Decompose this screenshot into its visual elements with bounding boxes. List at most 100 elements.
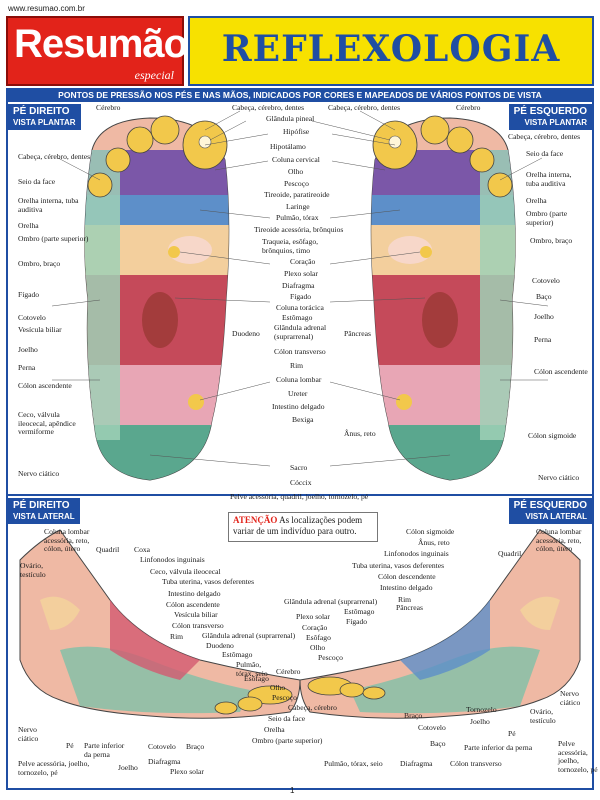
label-lateral-right-25: Pé [66,741,74,750]
label-lateral-right-1: Quadril [96,545,120,554]
label-lateral-right-0: Coluna lombar acessória, reto, cólon, út… [44,527,90,554]
label-plantar-right-side-4: Orelha [18,221,39,230]
label-lateral-left-12: Coração [302,623,328,632]
label-plantar-center-12: Coração [290,257,316,266]
label-plantar-center-28: Sacro [290,463,308,472]
left-foot-plantar [370,115,516,481]
label-plantar-center-1: Glândula pineal [266,114,315,123]
label-plantar-left-side-0: Cabeça, cérebro, dentes [328,103,401,112]
label-plantar-left-side-9: Baço [536,292,552,301]
label-plantar-center-6: Pescoço [284,179,309,188]
label-plantar-right-side-0: Cérebro [96,103,121,112]
attention-label: ATENÇÃO [233,515,278,525]
label-lateral-left-11: Plexo solar [296,612,330,621]
label-lateral-left-14: Olho [310,643,326,652]
label-lateral-right-15: Pulmão, tórax, seio [236,660,268,678]
label-lateral-left-6: Glândula adrenal (suprarrenal) [284,597,378,606]
label-plantar-left-side-2: Cabeça, cérebro, dentes [508,132,581,141]
label-lateral-left-10: Pâncreas [396,603,423,612]
site-url[interactable]: www.resumao.com.br [8,4,85,13]
label-plantar-center-21: Cólon transverso [274,347,326,356]
label-lateral-right-27: Cotovelo [148,742,176,751]
label-lateral-right-29: Pelve acessória, joelho, tornozelo, pé [18,759,90,777]
label-lateral-left-25: Pé [508,729,516,738]
header: Resumão especial REFLEXOLOGIA [6,16,594,86]
label-lateral-right-6: Tuba uterina, vasos deferentes [162,577,255,586]
label-plantar-center-22: Rim [290,361,304,370]
brand-edition: especial [134,68,174,82]
label-plantar-right-side-3: Orelha interna, tuba auditiva [18,196,79,214]
label-plantar-right-side-9: Vesícula biliar [18,325,62,334]
label-lateral-left-27: Pelve acessória, joelho, tornozelo, pé [558,739,598,774]
label-lateral-left-4: Cólon descendente [378,572,436,581]
label-lateral-left-15: Pescoço [318,653,343,662]
page-title: REFLEXOLOGIA [221,28,561,70]
label-plantar-center-4: Coluna cervical [272,155,320,164]
label-plantar-center-27: Ânus, reto [344,429,376,438]
label-lateral-left-1: Ânus, reto [418,538,450,547]
left-foot-lateral [299,529,581,719]
label-plantar-left-side-7: Ombro, braço [530,236,573,245]
label-lateral-right-4: Linfonodos inguinais [140,555,205,564]
label-plantar-center-25: Intestino delgado [272,402,325,411]
label-lateral-left-30: Pulmão, tórax, seio [324,759,383,768]
label-lateral-right-21: Seio da face [268,714,306,723]
brand-logo: Resumão especial [6,16,188,86]
label-lateral-right-22: Orelha [264,725,285,734]
label-lateral-right-12: Glândula adrenal (suprarrenal) [202,631,296,640]
label-lateral-right-26: Parte inferior da perna [84,741,125,759]
label-plantar-left-side-5: Orelha [526,196,547,205]
attention-text: As localizações podem variar de um indiv… [233,515,363,536]
label-lateral-right-18: Olho [270,683,286,692]
label-plantar-right-side-2: Seio da face [18,177,56,186]
label-lateral-left-5: Intestino delgado [380,583,433,592]
label-lateral-right-2: Coxa [134,545,151,554]
label-plantar-right-side-14: Nervo ciático [18,469,60,478]
leader-lines [51,110,549,467]
label-plantar-right-side-5: Ombro (parte superior) [18,234,89,243]
label-plantar-center-0: Cabeça, cérebro, dentes [232,103,305,112]
label-lateral-left-20: Tornozelo [466,705,497,714]
label-plantar-right-side-12: Cólon ascendente [18,381,72,390]
label-lateral-right-19: Pescoço [272,693,297,702]
label-plantar-right-side-8: Cotovelo [18,313,46,322]
label-lateral-right-23: Ombro (parte superior) [252,736,323,745]
label-lateral-right-14: Estômago [222,650,253,659]
label-plantar-left-side-11: Perna [534,335,552,344]
label-plantar-center-16: Coluna torácica [276,303,324,312]
page-subtitle: PONTOS DE PRESSÃO NOS PÉS E NAS MÃOS, IN… [6,88,594,102]
label-plantar-center-7: Tireoide, paratireoide [264,190,330,199]
label-plantar-center-2: Hipófise [283,127,310,136]
label-lateral-right-28: Braço [186,742,205,751]
label-plantar-center-15: Fígado [290,292,312,301]
label-lateral-right-9: Vesícula biliar [174,610,218,619]
label-lateral-left-3: Tuba uterina, vasos deferentes [352,561,445,570]
label-lateral-left-8: Fígado [346,617,368,626]
label-plantar-center-10: Tireoide acessória, brônquios [254,225,344,234]
label-lateral-left-23: Joelho [470,717,490,726]
label-plantar-center-5: Olho [288,167,304,176]
label-lateral-left-2: Linfonodos inguinais [384,549,449,558]
label-lateral-right-3: Ovário, testículo [20,561,46,579]
page-number: 1 [290,786,295,795]
label-lateral-left-19: Braço [404,711,423,720]
label-plantar-left-side-1: Cérebro [456,103,481,112]
label-plantar-center-17: Estômago [282,313,313,322]
label-lateral-left-21: Ovário, testículo [530,707,556,725]
label-lateral-left-28: Diafragma [400,759,433,768]
label-plantar-left-side-3: Seio da face [526,149,564,158]
label-lateral-left-16: Coluna lombar acessória, reto, cólon, út… [536,527,582,554]
label-plantar-center-24: Ureter [288,389,308,398]
label-plantar-right-side-11: Perna [18,363,36,372]
label-lateral-right-8: Cólon ascendente [166,600,220,609]
label-plantar-center-23: Coluna lombar [276,375,322,384]
label-lateral-right-24: Nervo ciático [18,725,39,743]
brand-name: Resumão [14,22,188,66]
label-plantar-center-3: Hipotálamo [270,142,306,151]
label-plantar-right-side-1: Cabeça, cérebro, dentes [18,152,91,161]
label-plantar-center-26: Bexiga [292,415,314,424]
